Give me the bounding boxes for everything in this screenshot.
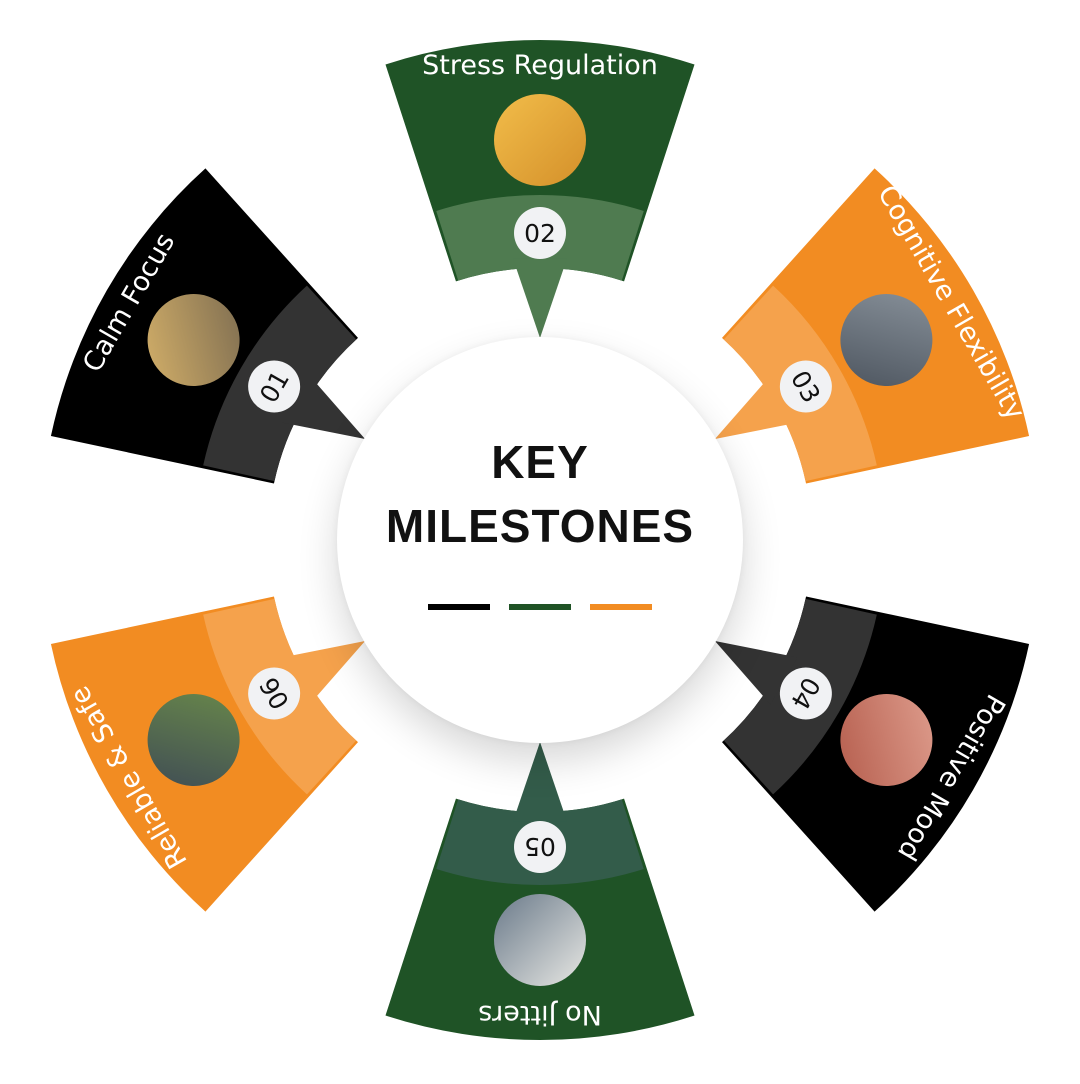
- white-flowers-photo: [147, 694, 240, 786]
- milestone-number: 02: [524, 219, 556, 248]
- sector-pointer: [714, 375, 798, 439]
- milestone-label: Stress Regulation: [422, 50, 658, 81]
- center-circle: [337, 337, 743, 743]
- stressed-man-photo: [494, 94, 586, 186]
- page-title: KEY MILESTONES: [337, 430, 743, 558]
- number-badge: [514, 207, 566, 259]
- milestone-number: 05: [524, 832, 556, 861]
- milestone-sector-02: 02 Stress Regulation: [385, 39, 695, 338]
- sector-pointer: [512, 258, 568, 338]
- number-badge: [248, 360, 301, 413]
- number-badge: [514, 821, 566, 873]
- sector-pointer: [282, 375, 366, 439]
- number-badge: [779, 667, 832, 720]
- puzzle-pieces-photo: [840, 294, 933, 386]
- number-badge: [248, 667, 301, 720]
- woman-resting-photo: [494, 894, 586, 986]
- accent-bar-orange: [590, 604, 652, 610]
- number-badge: [779, 360, 832, 413]
- accent-bar-black: [428, 604, 490, 610]
- title-line-2: MILESTONES: [385, 500, 695, 552]
- woman-meditating-photo: [147, 294, 240, 386]
- sector-pointer: [512, 742, 568, 822]
- accent-bars: [428, 604, 652, 610]
- milestone-label: No Jitters: [478, 999, 602, 1030]
- accent-bar-green: [509, 604, 571, 610]
- sector-pointer: [714, 641, 798, 705]
- milestone-sector-05: 05 No Jitters: [385, 742, 695, 1040]
- title-line-1: KEY: [491, 436, 589, 488]
- sector-pointer: [282, 641, 366, 705]
- happy-family-photo: [840, 694, 933, 786]
